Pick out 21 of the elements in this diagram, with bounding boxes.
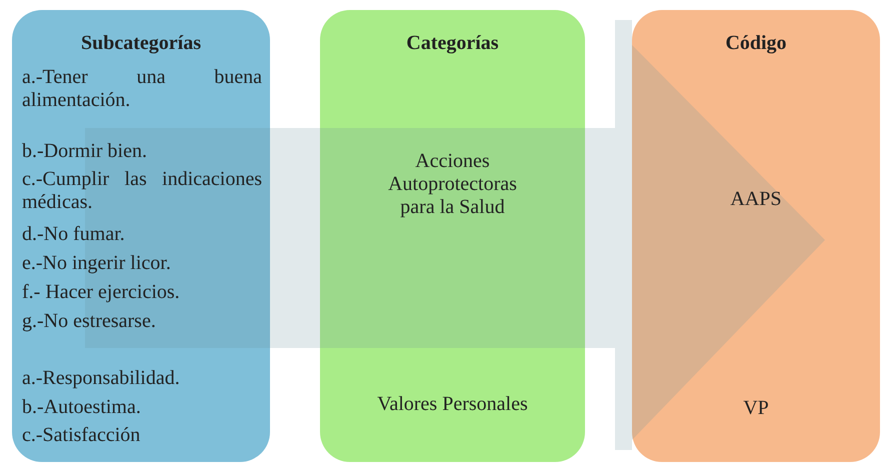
arrow: [85, 20, 825, 450]
column-text: f.- Hacer ejercicios.: [22, 281, 181, 304]
column-text: AAPS: [729, 188, 783, 211]
column-text: e.-No ingerir licor.: [22, 252, 172, 275]
column-text: c.-Cumplir las indicaciones médicas.: [22, 168, 262, 214]
column-text: d.-No fumar.: [22, 223, 126, 246]
column-text: a.-Tener una buena alimentación.: [22, 66, 262, 112]
column-text: a.-Responsabilidad.: [22, 367, 181, 390]
column-panel: [320, 10, 585, 462]
column-text: b.-Autoestima.: [22, 396, 142, 419]
column-text: g.-No estresarse.: [22, 310, 157, 333]
column-panel: [12, 10, 270, 462]
column-text: VP: [742, 397, 770, 420]
column-heading: Subcategorías: [80, 32, 202, 55]
column-panel: [632, 10, 880, 462]
column-heading: Código: [724, 32, 788, 55]
column-text: c.-Satisfacción: [22, 424, 142, 447]
column-text: Valores Personales: [376, 393, 529, 416]
column-text: b.-Dormir bien.: [22, 140, 148, 163]
column-heading: Categorías: [405, 32, 500, 55]
column-text: Acciones Autoprotectoras para la Salud: [387, 150, 518, 219]
